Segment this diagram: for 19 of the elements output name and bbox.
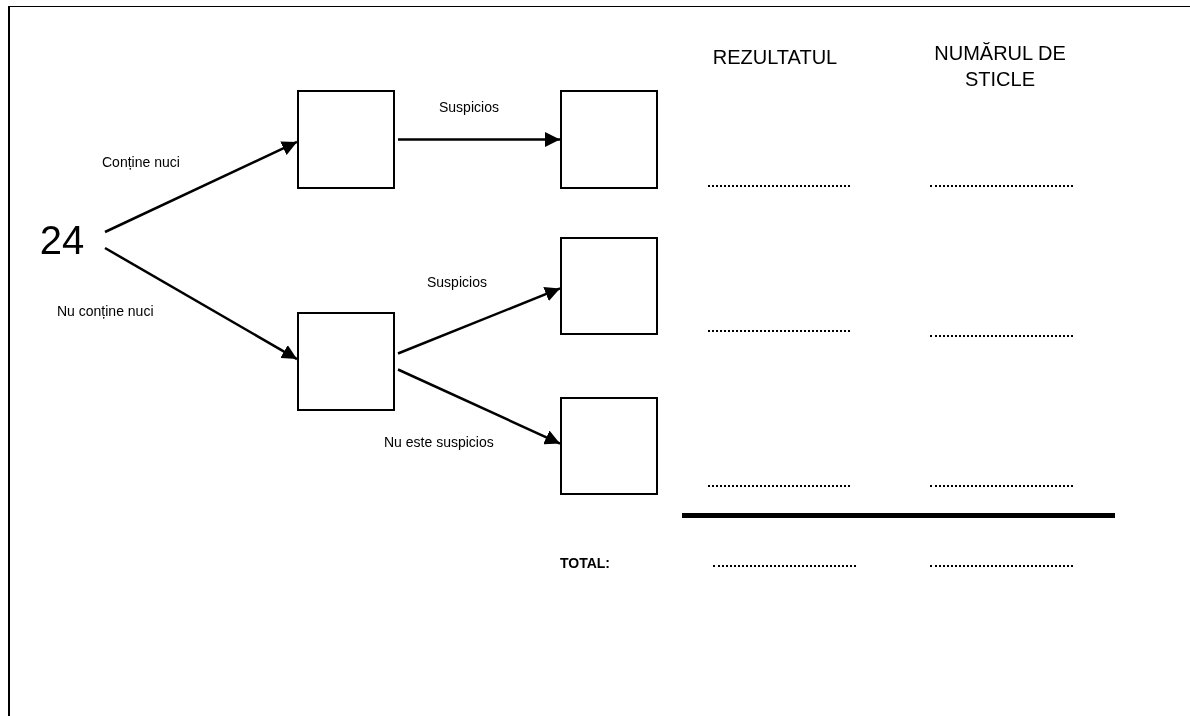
box-shape: [297, 312, 395, 411]
column-header: REZULTATUL: [711, 45, 839, 70]
arrow: [104, 140, 298, 234]
arrow: [397, 287, 561, 355]
arrow: [398, 132, 560, 147]
arrow: [104, 246, 298, 361]
box-shape: [297, 90, 395, 189]
box-shape: [560, 90, 658, 189]
arrow: [397, 368, 561, 445]
edge-label: Nu conține nuci: [55, 302, 156, 320]
column-header: NUMĂRUL DE STICLE: [933, 41, 1067, 92]
edge-label: Conține nuci: [100, 153, 182, 171]
total-label: TOTAL:: [560, 554, 612, 573]
edge-label: Suspicios: [437, 98, 501, 116]
box-shape: [560, 237, 658, 335]
box-shape: [560, 397, 658, 495]
edge-label: Nu este suspicios: [382, 433, 496, 451]
number-label: 24: [22, 218, 102, 262]
edge-label: Suspicios: [425, 273, 489, 291]
